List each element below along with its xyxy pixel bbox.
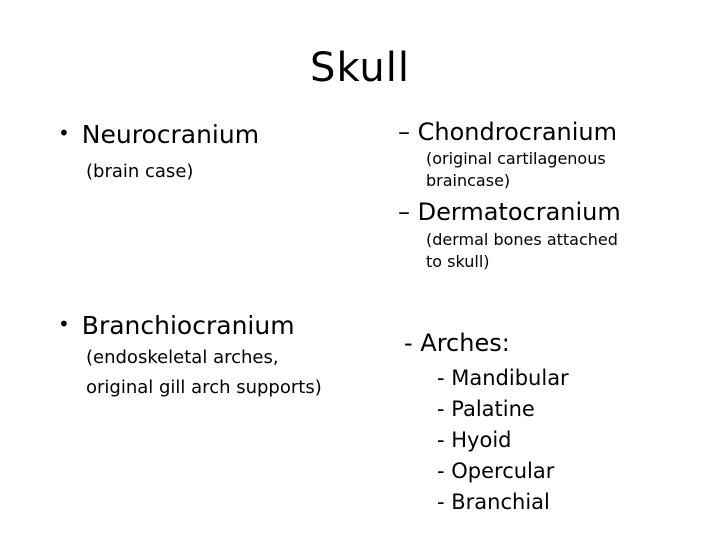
dermatocranium-item: – Dermatocranium	[398, 197, 621, 227]
chondrocranium-note-line1: (original cartilagenous	[426, 149, 606, 168]
arch-item-hyoid: - Hyoid	[437, 428, 512, 452]
dash-marker: –	[398, 198, 410, 226]
dash-marker: –	[398, 118, 410, 146]
arch-item-palatine: - Palatine	[437, 397, 535, 421]
slide-title: Skull	[310, 45, 410, 91]
chondrocranium-note-line2: braincase)	[426, 171, 511, 190]
dermatocranium-label: Dermatocranium	[417, 198, 621, 226]
dermatocranium-note-line2: to skull)	[426, 252, 490, 271]
branchiocranium-note-line1: (endoskeletal arches,	[86, 347, 279, 368]
chondrocranium-label: Chondrocranium	[417, 118, 617, 146]
neurocranium-note: (brain case)	[86, 161, 194, 182]
chondrocranium-item: – Chondrocranium	[398, 117, 617, 147]
arch-item-opercular: - Opercular	[437, 459, 555, 483]
arches-heading: - Arches:	[404, 329, 510, 357]
branchiocranium-label: Branchiocranium	[81, 311, 295, 340]
neurocranium-label: Neurocranium	[81, 120, 260, 149]
arch-item-branchial: - Branchial	[437, 490, 550, 514]
bullet-icon: •	[58, 121, 70, 145]
branchiocranium-item: • Branchiocranium	[58, 311, 295, 342]
arch-item-mandibular: - Mandibular	[437, 366, 569, 390]
branchiocranium-note-line2: original gill arch supports)	[86, 377, 322, 398]
dermatocranium-note-line1: (dermal bones attached	[426, 230, 618, 249]
neurocranium-item: • Neurocranium	[58, 120, 259, 151]
bullet-icon: •	[58, 312, 70, 336]
